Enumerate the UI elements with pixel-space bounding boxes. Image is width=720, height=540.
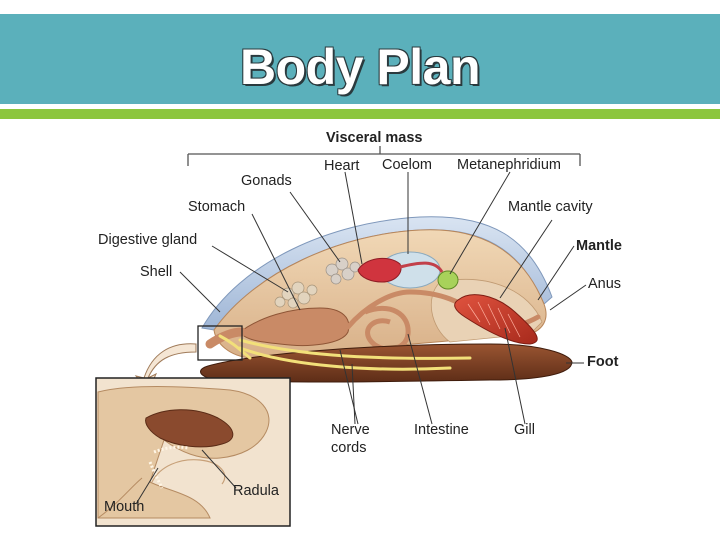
label-visceral-mass: Visceral mass [326, 130, 423, 146]
esophagus [205, 327, 247, 349]
gill-filaments [467, 301, 521, 338]
label-shell: Shell [140, 264, 173, 280]
head-highlight-box [197, 325, 243, 361]
label-mouth: Mouth [104, 499, 145, 515]
metanephridium [437, 270, 459, 290]
label-foot: Foot [587, 354, 619, 370]
label-gill: Gill [514, 422, 535, 438]
title-bar: Body Plan [0, 14, 720, 104]
stomach [239, 307, 350, 346]
aorta [399, 261, 444, 273]
label-anus: Anus [588, 276, 622, 292]
diagram-artwork [95, 146, 587, 527]
heart [357, 257, 402, 283]
radula-teeth [153, 445, 189, 454]
accent-bar [0, 109, 720, 119]
label-cords: cords [331, 440, 367, 456]
visceral-mass-bracket [187, 146, 581, 166]
digestive-gland [274, 281, 318, 309]
label-metanephridium: Metanephridium [457, 157, 561, 173]
nerve-cords [218, 334, 472, 371]
label-nerve: Nerve [331, 422, 370, 438]
label-radula: Radula [233, 483, 279, 499]
gill [454, 294, 538, 345]
inset-mouth-radula [97, 386, 270, 519]
slide-title: Body Plan [240, 39, 480, 95]
label-gonads: Gonads [241, 173, 292, 189]
leader-lines [135, 171, 587, 505]
label-mantle: Mantle [576, 238, 622, 254]
label-coelom: Coelom [382, 157, 432, 173]
mollusc-body-plan-diagram: Visceral mass Heart Coelom Metanephridiu… [90, 122, 650, 532]
label-mantle-cavity: Mantle cavity [508, 199, 593, 215]
label-digestive-gland: Digestive gland [98, 232, 198, 248]
label-stomach: Stomach [188, 199, 246, 215]
label-heart: Heart [324, 158, 360, 174]
gonads [325, 257, 361, 285]
label-intestine: Intestine [414, 422, 469, 438]
